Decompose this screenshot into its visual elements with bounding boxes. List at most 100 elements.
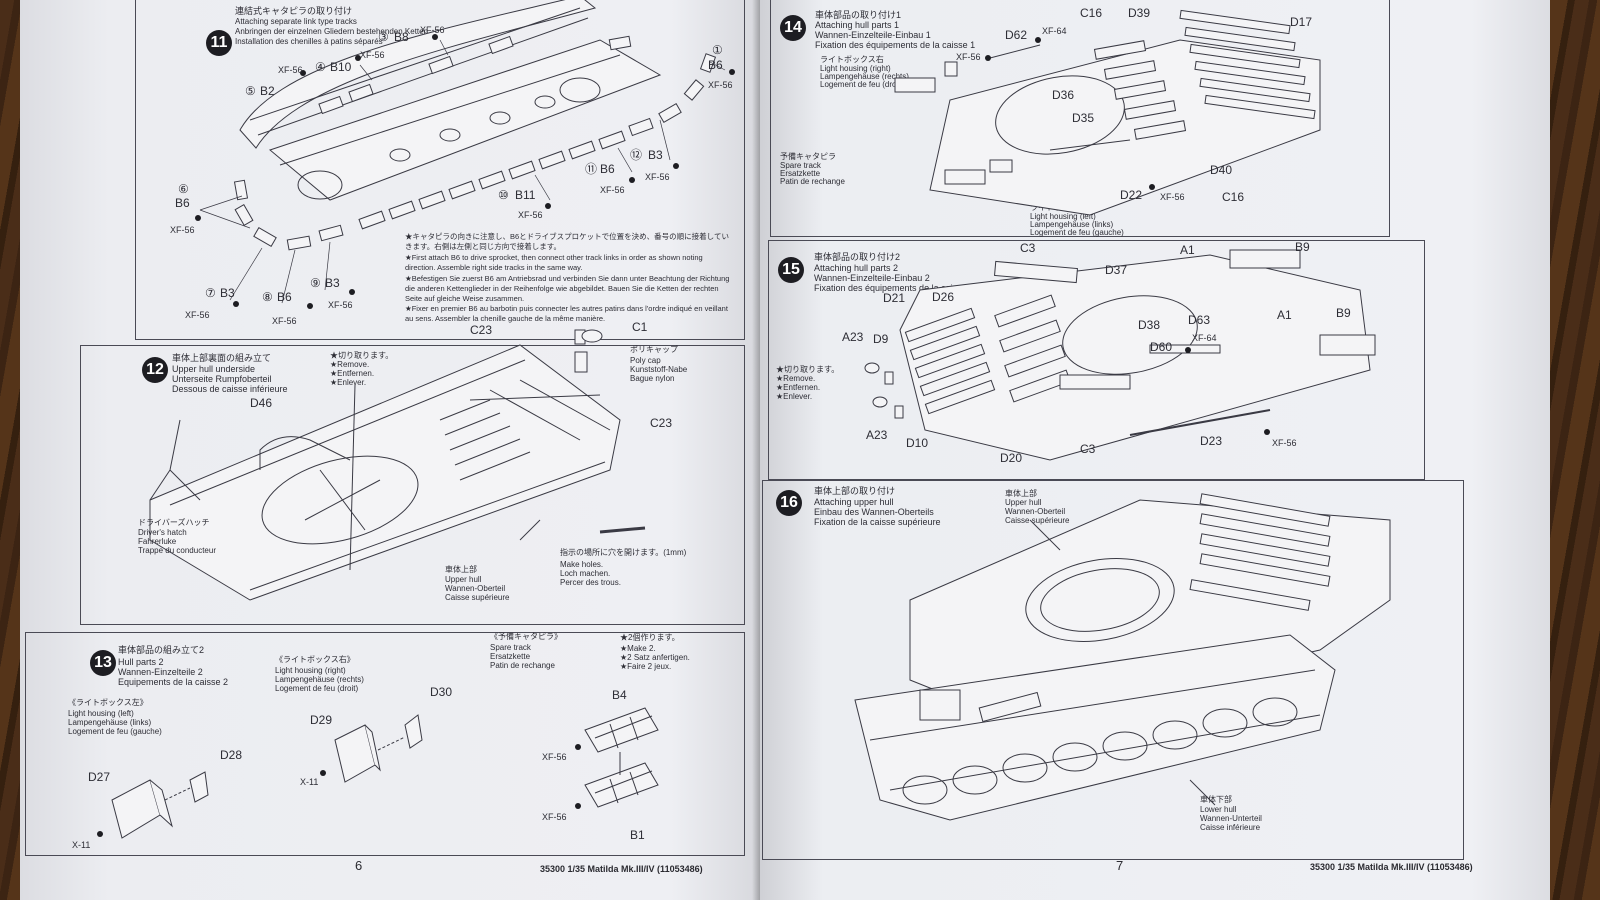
step-13-part-b4: B4	[612, 688, 627, 702]
s11-label-xf-8: XF-56	[272, 316, 297, 326]
step-11-note-fr: ★Fixer en premier B6 au barbotin puis co…	[405, 304, 728, 323]
step-14-lightl-fr: Logement de feu (gauche)	[1030, 228, 1124, 237]
step-12-upper-jp: 車体上部	[445, 565, 477, 574]
step-14-panel	[770, 0, 1390, 237]
step-12-polycap-en: Poly cap	[630, 356, 661, 365]
step-16-upper-en: Upper hull	[1005, 498, 1042, 507]
step-13-lightl-jp: 《ライトボックス左》	[68, 698, 148, 707]
step-12-part-c23-top: C23	[470, 323, 493, 337]
right-page: 14 車体部品の取り付け1 Attaching hull parts 1 Wan…	[760, 0, 1550, 900]
step-15-hull-drawing	[864, 249, 1376, 461]
s11-label-b6-1: B6	[708, 58, 723, 72]
step-12-title-jp: 車体上部裏面の組み立て	[172, 353, 272, 363]
step-14-lightl-de: Lampengehäuse (links)	[1030, 220, 1114, 229]
step-13-part-x11-a: X-11	[72, 840, 91, 850]
s11-label-xf-9: XF-56	[328, 300, 353, 310]
step-12-hatch-fr: Trappe du conducteur	[138, 546, 216, 555]
step-16-title-de: Einbau des Wannen-Oberteils	[814, 507, 934, 517]
s15-part-d23: D23	[1200, 434, 1223, 448]
s11-label-6: ⑥	[178, 182, 189, 196]
s15-part-a1-top: A1	[1180, 243, 1195, 257]
step-13-part-x11-b: X-11	[300, 777, 319, 787]
step-12-title-fr: Dessous de caisse inférieure	[172, 384, 288, 394]
s11-label-1: ①	[712, 43, 723, 57]
step-14-spare-de: Ersatzkette	[780, 169, 821, 178]
step-13-make2-fr: ★Faire 2 jeux.	[620, 662, 672, 671]
step-14-lightl-en: Light housing (left)	[1030, 212, 1096, 221]
step-13-make2-jp: ★2個作ります。	[620, 633, 680, 642]
step-15-title-fr: Fixation des équipements de la caisse 2	[814, 283, 975, 293]
s15-part-b9-top: B9	[1295, 240, 1310, 254]
s11-label-b6-8: B6	[277, 290, 292, 304]
step-12-hatch-en: Driver's hatch	[138, 528, 187, 537]
step-16-lower-fr: Caisse inférieure	[1200, 823, 1261, 832]
s14-part-d36: D36	[1052, 88, 1075, 102]
step-13-lightl-en: Light housing (left)	[68, 709, 134, 718]
step-14-spare-jp: 予備キャタピラ	[780, 152, 836, 161]
step-14-number: 14	[780, 15, 806, 41]
step-15-title-de: Wannen-Einzelteile-Einbau 2	[814, 273, 930, 283]
step-14-title-jp: 車体部品の取り付け1	[815, 10, 902, 20]
step-12-hatch-jp: ドライバーズハッチ	[138, 518, 210, 527]
s11-label-9: ⑨	[310, 276, 321, 290]
step-12-polycap-fr: Bague nylon	[630, 374, 675, 383]
step-13-spare-de: Ersatzkette	[490, 652, 531, 661]
step-14-lightr-de: Lampengehäuse (rechts)	[820, 72, 909, 81]
step-13-part-d27: D27	[88, 770, 111, 784]
step-15-remove-jp: ★切り取ります。	[776, 365, 840, 374]
s15-part-d38: D38	[1138, 318, 1161, 332]
step-13-title-fr: Equipements de la caisse 2	[118, 677, 229, 687]
step-12-panel	[80, 345, 745, 625]
step-11-title-de: Anbringen der einzelnen Gliedern bestehe…	[235, 27, 429, 36]
s15-part-b9-right: B9	[1336, 306, 1351, 320]
step-12-remove-fr: ★Enlever.	[330, 378, 367, 387]
s15-part-d60: D60	[1150, 340, 1173, 354]
s15-part-c3-top: C3	[1020, 241, 1036, 255]
s15-part-d10: D10	[906, 436, 929, 450]
step-13-spare-en: Spare track	[490, 643, 531, 652]
s15-part-a23-top: A23	[842, 330, 864, 344]
s15-part-a23-bottom: A23	[866, 428, 888, 442]
step-13-part-xf56-a: XF-56	[542, 752, 567, 762]
step-14-spare-en: Spare track	[780, 161, 821, 170]
step-14-lightr-jp: ライトボックス右	[820, 55, 884, 64]
s11-label-b3-7: B3	[220, 286, 235, 300]
step-12-part-d46: D46	[250, 396, 273, 410]
s14-part-xf64: XF-64	[1042, 26, 1067, 36]
step-16-number: 16	[776, 490, 802, 516]
s11-label-4: ④	[315, 60, 326, 74]
step-13-lightr-jp: 《ライトボックス右》	[275, 655, 355, 664]
step-14-title-fr: Fixation des équipements de la caisse 1	[815, 40, 976, 50]
s11-label-xf-1: XF-56	[708, 80, 733, 90]
step-12-holes-en: Make holes.	[560, 560, 604, 569]
s11-label-b2: B2	[260, 84, 275, 98]
step-13-make2-de: ★2 Satz anfertigen.	[620, 653, 690, 662]
step-13-parts-drawing	[97, 707, 659, 839]
step-16-title-en: Attaching upper hull	[814, 497, 894, 507]
step-13-part-b1: B1	[630, 828, 645, 842]
right-page-number: 7	[1116, 858, 1124, 873]
step-13-panel	[25, 632, 745, 856]
step-12-part-c23-right: C23	[650, 416, 673, 430]
s15-part-d63: D63	[1188, 313, 1211, 327]
step-13-number: 13	[90, 650, 116, 676]
step-15-number: 15	[778, 257, 804, 283]
step-16-tank-drawing	[854, 493, 1391, 821]
step-15-remove-fr: ★Enlever.	[776, 392, 813, 401]
s14-part-d39: D39	[1128, 6, 1151, 20]
s15-part-a1-right: A1	[1277, 308, 1292, 322]
s11-label-b3-9: B3	[325, 276, 340, 290]
step-12-polycap-jp: ポリキャップ	[630, 345, 678, 354]
step-16-upper-fr: Caisse supérieure	[1005, 516, 1070, 525]
step-13-spare-jp: 《予備キャタピラ》	[490, 632, 562, 641]
right-page-footer: 35300 1/35 Matilda Mk.III/IV (11053486)	[1310, 862, 1473, 872]
step-11-note-jp: ★キャタピラの向きに注意し、B6とドライブスプロケットで位置を決め、番号の順に接…	[405, 232, 729, 251]
s14-part-d22: D22	[1120, 188, 1143, 202]
step-13-lightr-en: Light housing (right)	[275, 666, 346, 675]
s11-label-b6-6: B6	[175, 196, 190, 210]
s11-label-xf-11: XF-56	[600, 185, 625, 195]
step-12-upper-de: Wannen-Oberteil	[445, 584, 506, 593]
step-16-title-jp: 車体上部の取り付け	[814, 486, 896, 496]
step-13-part-xf56-b: XF-56	[542, 812, 567, 822]
step-11-track-drawing	[195, 0, 735, 309]
